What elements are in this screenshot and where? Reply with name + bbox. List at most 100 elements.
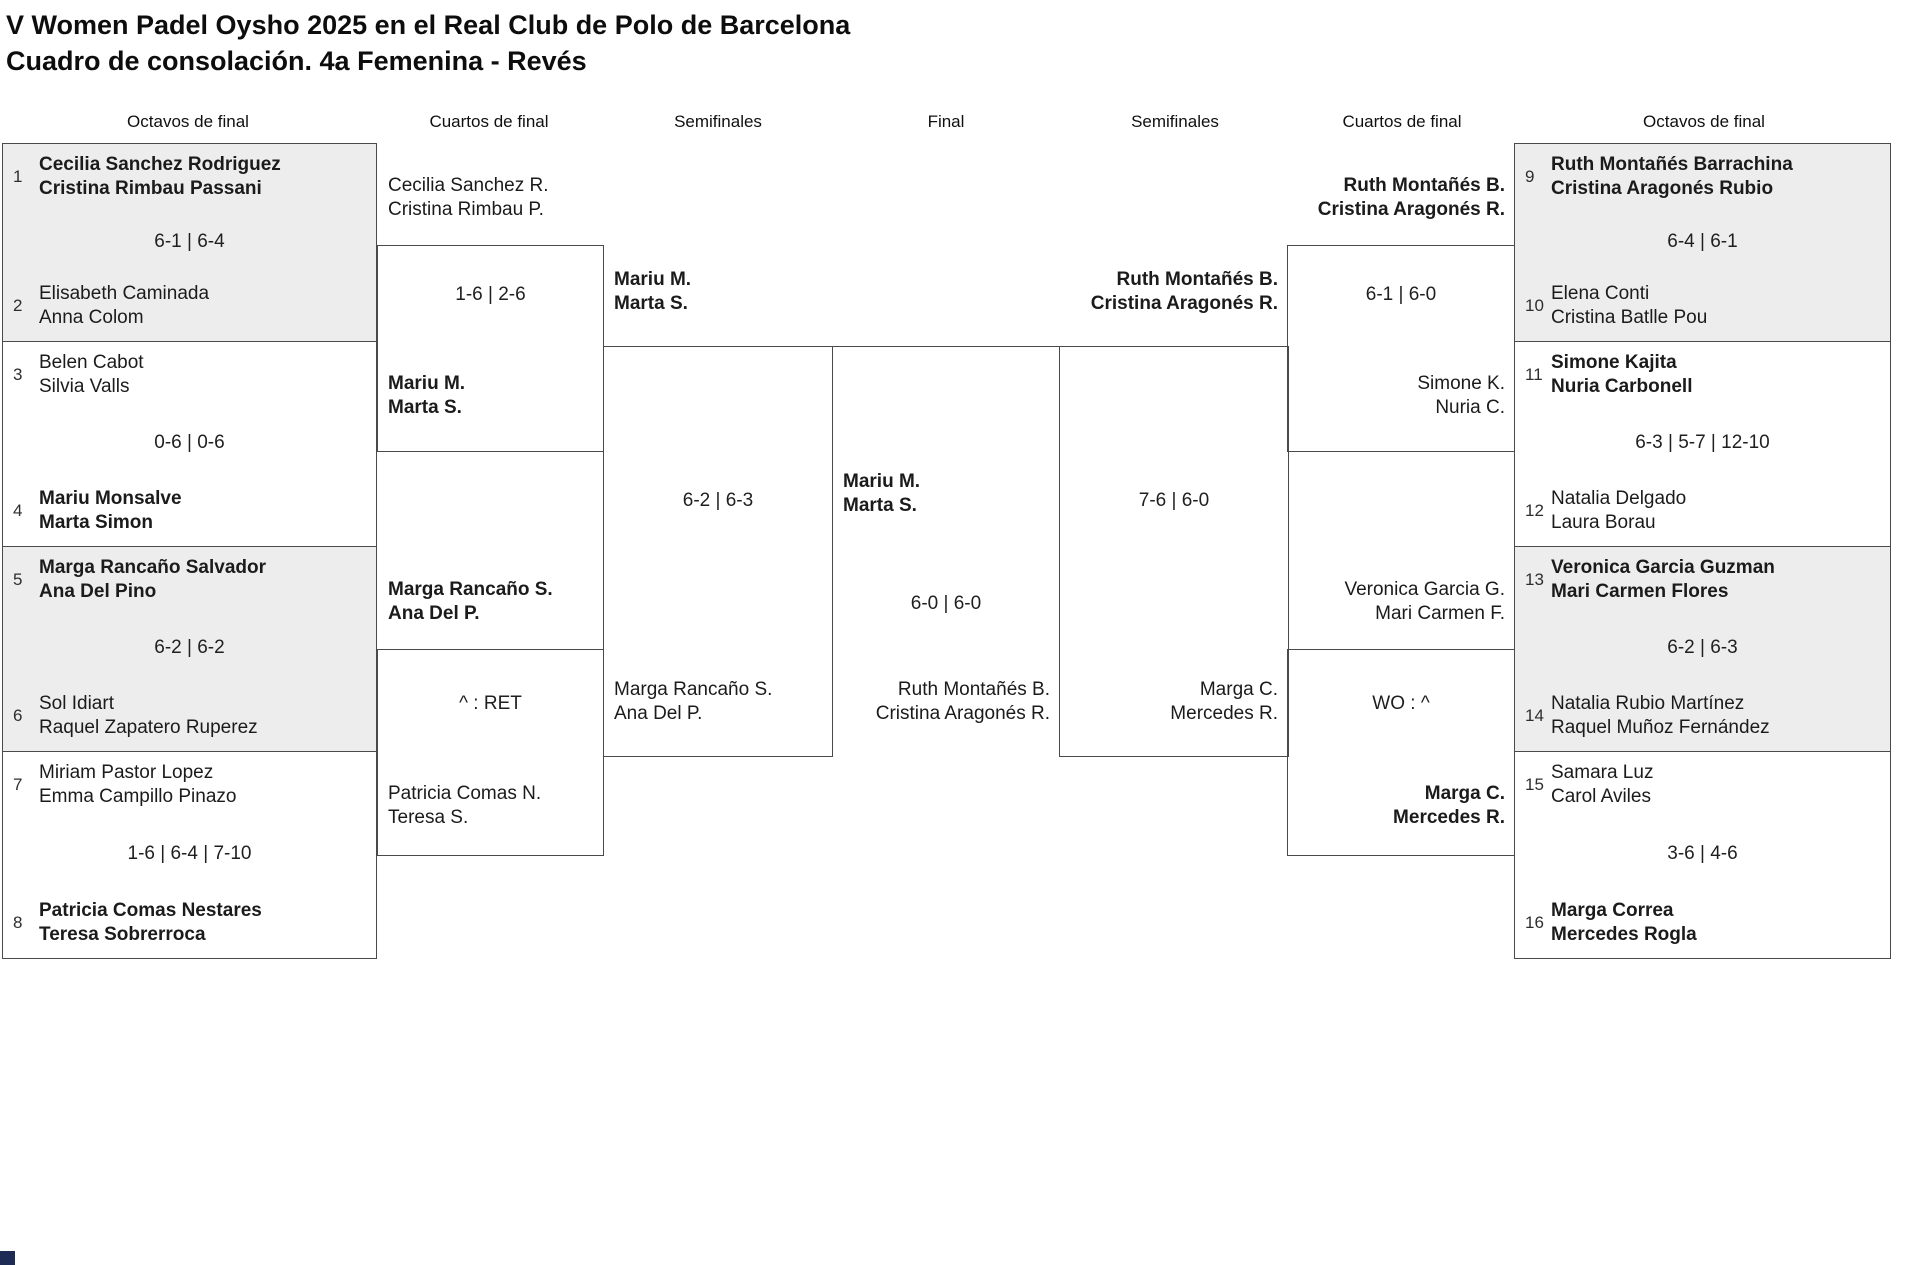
qf-right-bottom-team-a: Veronica Garcia G.Mari Carmen F. xyxy=(1275,578,1505,626)
team-name: Silvia Valls xyxy=(39,376,130,397)
qf-left-top-team-a: Cecilia Sanchez R.Cristina Rimbau P. xyxy=(388,174,549,222)
team-name: Marta S. xyxy=(614,293,688,314)
team-name: Ruth Montañés B. xyxy=(897,679,1050,700)
final-score: 6-0 | 6-0 xyxy=(910,593,982,614)
final-team-b: Ruth Montañés B. Cristina Aragonés R. xyxy=(820,678,1050,726)
team-name: Cecilia Sanchez Rodriguez xyxy=(39,154,281,175)
team-name: Cristina Batlle Pou xyxy=(1551,307,1708,328)
team-name: Emma Campillo Pinazo xyxy=(39,786,237,807)
seed-number: 14 xyxy=(1525,706,1544,725)
round-header-cuartos-right: Cuartos de final xyxy=(1342,112,1462,131)
seed-number: 11 xyxy=(1525,365,1543,384)
match-score: 6-4 | 6-1 xyxy=(1667,230,1738,252)
qf-left-bottom-score: ^ : RET xyxy=(459,693,522,714)
match-score: 6-1 | 6-4 xyxy=(154,230,225,252)
match-score: 1-6 | 6-4 | 7-10 xyxy=(127,843,252,864)
team-name: Carol Aviles xyxy=(1551,786,1651,807)
qf-right-bottom-score: WO : ^ xyxy=(1372,693,1430,714)
final-team-a: Mariu M.Marta S. xyxy=(843,470,920,518)
seed-number: 2 xyxy=(13,296,23,315)
match-score: 0-6 | 0-6 xyxy=(154,432,225,453)
team-name: Marta Simon xyxy=(39,512,154,533)
seed-number: 16 xyxy=(1525,913,1544,932)
team-name: Nuria Carbonell xyxy=(1551,376,1693,397)
quarterfinal-right-top-box xyxy=(1287,245,1515,452)
team-name: Ruth Montañés Barrachina xyxy=(1551,154,1793,175)
team-name: Miriam Pastor Lopez xyxy=(39,762,214,783)
match-score: 3-6 | 4-6 xyxy=(1667,843,1738,864)
qf-left-bottom-team-b: Patricia Comas N.Teresa S. xyxy=(388,782,541,830)
team-name: Ana Del Pino xyxy=(39,581,157,602)
team-name: Cristina Aragonés R. xyxy=(1317,199,1505,220)
team-name: Patricia Comas N. xyxy=(388,783,542,804)
team-name: Mercedes R. xyxy=(1170,703,1278,724)
team-name: Laura Borau xyxy=(1551,512,1656,533)
seed-number: 9 xyxy=(1525,167,1535,186)
seed-number: 5 xyxy=(13,570,23,589)
team-name: Cristina Aragonés R. xyxy=(875,703,1050,724)
qf-left-bottom-team-a: Marga Rancaño S. Ana Del P. xyxy=(388,578,553,626)
team-name: Elisabeth Caminada xyxy=(39,283,210,304)
match-score: 6-2 | 6-3 xyxy=(1667,637,1738,658)
qf-right-top-team-b: Simone K. Nuria C. xyxy=(1275,372,1505,420)
team-name: Mari Carmen F. xyxy=(1375,603,1505,624)
team-name: Mariu M. xyxy=(843,471,921,492)
seed-number: 7 xyxy=(13,775,23,794)
sf-right-team-b: Marga C.Mercedes R. xyxy=(1048,678,1278,726)
team-name: Ana Del P. xyxy=(388,603,480,624)
team-name: Belen Cabot xyxy=(39,352,144,373)
bottom-left-logo-fragment xyxy=(0,1251,15,1265)
team-name: Natalia Rubio Martínez xyxy=(1551,693,1745,714)
team-name: Raquel Zapatero Ruperez xyxy=(39,717,258,738)
quarterfinal-right-bottom-box xyxy=(1287,649,1515,856)
team-name: Mariu M. xyxy=(614,269,692,290)
team-name: Ruth Montañés B. xyxy=(1343,175,1506,196)
seed-number: 13 xyxy=(1525,570,1544,589)
team-name: Elena Conti xyxy=(1551,283,1650,304)
match-score: 6-2 | 6-2 xyxy=(154,637,225,658)
team-name: Cristina Aragonés Rubio xyxy=(1551,178,1774,199)
team-name: Mari Carmen Flores xyxy=(1551,581,1729,602)
page-title-line-2: Cuadro de consolación. 4a Femenina - Rev… xyxy=(6,46,587,76)
seed-number: 10 xyxy=(1525,296,1544,315)
team-name: Ruth Montañés B. xyxy=(1116,269,1279,290)
team-name: Teresa Sobrerroca xyxy=(39,924,206,945)
team-name: Cecilia Sanchez R. xyxy=(388,175,549,196)
round-header-semis-right: Semifinales xyxy=(1131,112,1219,131)
team-name: Sol Idiart xyxy=(39,693,114,714)
round-header-semis-left: Semifinales xyxy=(674,112,762,131)
sf-left-score: 6-2 | 6-3 xyxy=(682,490,754,511)
team-name: Mariu M. xyxy=(388,373,466,394)
team-name: Simone Kajita xyxy=(1551,352,1677,373)
semifinal-left-box xyxy=(603,346,833,757)
match-score: 6-3 | 5-7 | 12-10 xyxy=(1635,432,1770,453)
team-name: Mariu Monsalve xyxy=(39,488,182,509)
round-header-octavos-left: Octavos de final xyxy=(127,112,249,131)
round-header-octavos-right: Octavos de final xyxy=(1643,112,1765,131)
team-name: Marga Rancaño Salvador xyxy=(39,557,267,578)
final-box-top-edge xyxy=(832,346,1060,347)
seed-number: 12 xyxy=(1525,501,1544,520)
team-name: Nuria C. xyxy=(1435,397,1505,418)
team-name: Ana Del P. xyxy=(614,703,703,724)
quarterfinal-left-top-box xyxy=(377,245,604,452)
team-name: Patricia Comas Nestares xyxy=(39,900,262,921)
team-name: Raquel Muñoz Fernández xyxy=(1551,717,1770,738)
team-name: Anna Colom xyxy=(39,307,144,328)
team-name: Samara Luz xyxy=(1551,762,1654,783)
round-header-cuartos-left: Cuartos de final xyxy=(429,112,549,131)
sf-right-team-a: Ruth Montañés B.Cristina Aragonés R. xyxy=(1048,268,1278,316)
team-name: Veronica Garcia Guzman xyxy=(1551,557,1775,578)
team-name: Marga Rancaño S. xyxy=(388,579,553,600)
seed-number: 6 xyxy=(13,706,23,725)
team-name: Simone K. xyxy=(1417,373,1505,394)
seed-number: 15 xyxy=(1525,775,1544,794)
qf-left-top-winner: Mariu M.Marta S. xyxy=(388,372,465,420)
